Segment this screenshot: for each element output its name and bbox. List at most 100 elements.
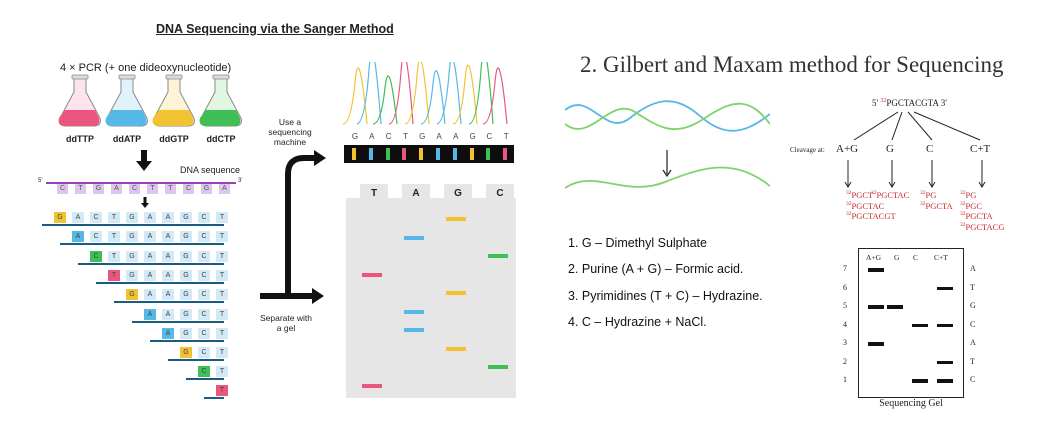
fragment-bar — [204, 397, 224, 399]
maxam-band — [868, 305, 884, 309]
product-seq: PGCTAC — [876, 190, 910, 200]
gel-band — [362, 383, 382, 388]
flask-label-ddttp: ddTTP — [66, 134, 94, 144]
read-base: T — [402, 132, 408, 141]
fragment-base: C — [90, 251, 102, 262]
maxam-band — [937, 379, 953, 383]
maxam-lane-label: C — [913, 253, 919, 262]
three-prime-label: 3' — [238, 178, 243, 184]
fragment-base: C — [198, 289, 210, 300]
maxam-lane-label: C+T — [934, 253, 948, 262]
product-label: 32PGCTAC — [846, 201, 884, 211]
gel-band — [404, 309, 424, 314]
fragment-base: T — [216, 270, 228, 281]
cleavage-site-ct: C+T — [970, 143, 991, 155]
gel-lane-label: C — [496, 188, 504, 199]
reagent-4: 4. C – Hydrazine + NaCl. — [568, 315, 707, 329]
fragment-bar — [78, 263, 224, 265]
product-seq: PGCTA — [965, 211, 993, 221]
maxam-band — [937, 286, 953, 291]
fragment-base: G — [180, 309, 192, 320]
strip-bar — [385, 148, 390, 160]
isotope-sup: 32 — [920, 190, 926, 197]
isotope-sup: 32 — [960, 221, 966, 228]
flask-ddatp-icon — [105, 74, 148, 127]
cleavage-label: Cleavage at: — [790, 146, 825, 154]
fragment-base: T — [216, 231, 228, 242]
fragment-base: G — [180, 289, 192, 300]
product-seq: PGCTA — [925, 200, 953, 211]
down-arrow-icon — [136, 150, 152, 171]
gm-strand-seq: PGCTACGTA 3' — [886, 98, 947, 108]
cleavage-arrows — [853, 111, 981, 141]
template-base: T — [147, 184, 158, 194]
isotope-sup: 32 — [846, 211, 852, 218]
fragment-base: T — [108, 251, 120, 262]
isotope-sup: 32 — [960, 200, 966, 207]
fragment-base: T — [216, 251, 228, 262]
fragment-base: G — [180, 328, 192, 339]
maxam-band — [937, 360, 953, 365]
gel-band — [446, 346, 466, 351]
maxam-row-base: A — [970, 338, 976, 347]
reagent-1: 1. G – Dimethyl Sulphate — [568, 236, 707, 250]
gel-band — [362, 272, 382, 277]
gel-lane-label: G — [454, 188, 462, 199]
read-base: G — [469, 132, 476, 141]
read-base: A — [453, 132, 459, 141]
isotope-sup: 32 — [920, 200, 926, 207]
gel-caption: Sequencing Gel — [879, 398, 943, 409]
dna-cleavage-illustration — [565, 100, 770, 189]
template-base: A — [111, 184, 122, 194]
flask-label-ddctp: ddCTP — [206, 134, 236, 144]
strip-bar — [503, 148, 508, 160]
maxam-band — [887, 305, 903, 309]
template-base: G — [201, 184, 212, 194]
gm-strand-prefix: 5' — [872, 98, 879, 108]
strip-bar — [469, 148, 474, 160]
fragment-base: A — [162, 231, 174, 242]
fragment-base: A — [72, 231, 84, 242]
read-base: A — [436, 132, 442, 141]
template-base: C — [183, 184, 194, 194]
fragment-base: T — [216, 366, 228, 377]
product-seq: PGCT — [851, 190, 874, 200]
fragment-base: T — [108, 231, 120, 242]
isotope-sup: 32 — [846, 200, 852, 207]
maxam-row-base: G — [970, 301, 976, 310]
strip-bar — [368, 148, 373, 160]
product-label: 32PGCTAC — [871, 190, 909, 200]
maxam-lane-label: G — [894, 253, 900, 262]
fragment-base: A — [144, 231, 156, 242]
fragment-base: C — [198, 231, 210, 242]
maxam-band — [912, 379, 928, 383]
fragment-base: A — [144, 212, 156, 223]
read-base: G — [351, 132, 359, 141]
read-base: G — [419, 132, 426, 141]
maxam-band — [937, 323, 953, 328]
fragment-base: C — [198, 270, 210, 281]
maxam-band — [868, 342, 884, 346]
template-base: C — [129, 184, 140, 194]
maxam-gel-frame — [858, 248, 964, 398]
flask-label-ddgtp: ddGTP — [159, 134, 189, 144]
template-base: T — [165, 184, 176, 194]
gel-band — [446, 217, 466, 221]
fragment-bar — [150, 340, 224, 342]
fragment-base: G — [54, 212, 66, 223]
fragment-bar — [168, 359, 224, 361]
fragment-base: A — [162, 270, 174, 281]
fragment-base: G — [126, 270, 138, 281]
product-seq: PG — [925, 190, 937, 200]
fragment-base: A — [162, 328, 174, 339]
maxam-band — [868, 268, 884, 272]
maxam-row-number: 6 — [843, 282, 847, 292]
separate-gel-label: Separate with a gel — [260, 313, 312, 333]
dna-sequence-label: DNA sequence — [180, 165, 241, 175]
maxam-row-number: 1 — [843, 375, 847, 384]
maxam-row-base: C — [970, 375, 976, 384]
maxam-row-base: A — [970, 264, 976, 273]
gel-band — [446, 291, 466, 295]
fragment-bar — [42, 224, 224, 226]
use-machine-label: Use a sequencing machine — [268, 117, 312, 147]
